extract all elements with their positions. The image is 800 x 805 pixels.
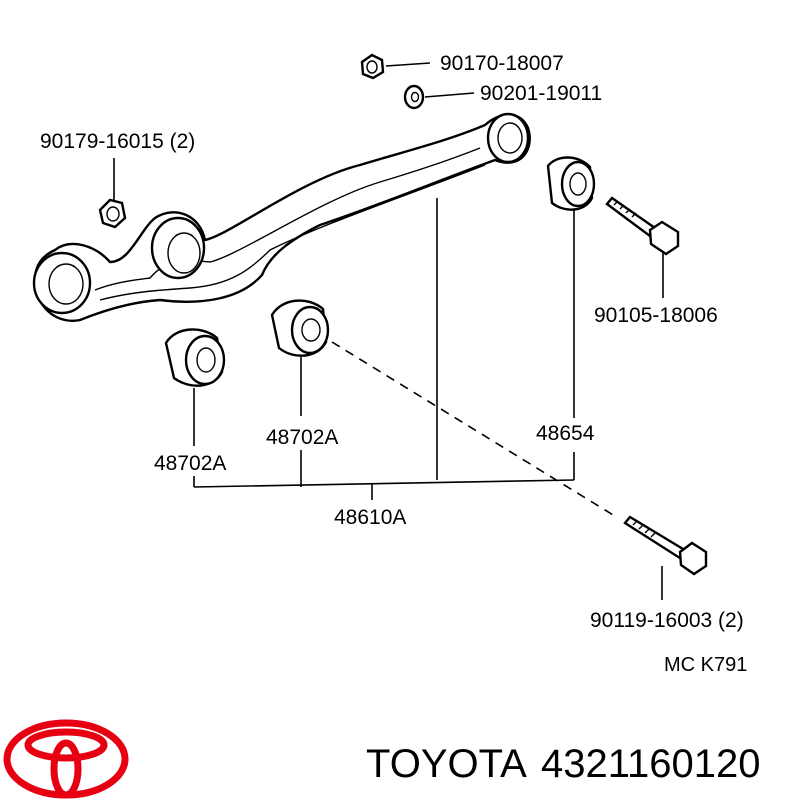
bolt-right-icon: [605, 196, 680, 256]
washer-icon: [403, 84, 425, 110]
bushing-48654-icon: [546, 156, 596, 211]
part-number: 4321160120: [541, 742, 761, 786]
alignment-dashed-line: [331, 341, 619, 519]
label-washer: 90201-19011: [480, 82, 602, 105]
bushing-left-icon: [164, 328, 226, 387]
suspension-arm: [32, 112, 531, 322]
label-bushing-middle: 48702A: [266, 426, 338, 449]
nut-left-icon: [98, 198, 127, 229]
drawing-reference: MC K791: [664, 654, 747, 676]
label-nut-left: 90179-16015 (2): [40, 130, 195, 153]
label-arm-assembly: 48610A: [334, 506, 406, 529]
bushing-middle-icon: [270, 299, 330, 357]
toyota-logo-icon: [3, 719, 129, 799]
label-bushing-left: 48702A: [154, 452, 226, 475]
leader-lines: [113, 62, 664, 600]
bolt-lower-icon: [623, 515, 708, 576]
label-bushing-right: 48654: [536, 422, 595, 445]
label-nut-upper: 90170-18007: [440, 52, 564, 75]
label-bolt-lower: 90119-16003 (2): [590, 609, 744, 632]
brand-name: TOYOTA: [366, 742, 527, 786]
label-bolt-right: 90105-18006: [594, 304, 718, 327]
nut-upper-icon: [360, 53, 385, 80]
